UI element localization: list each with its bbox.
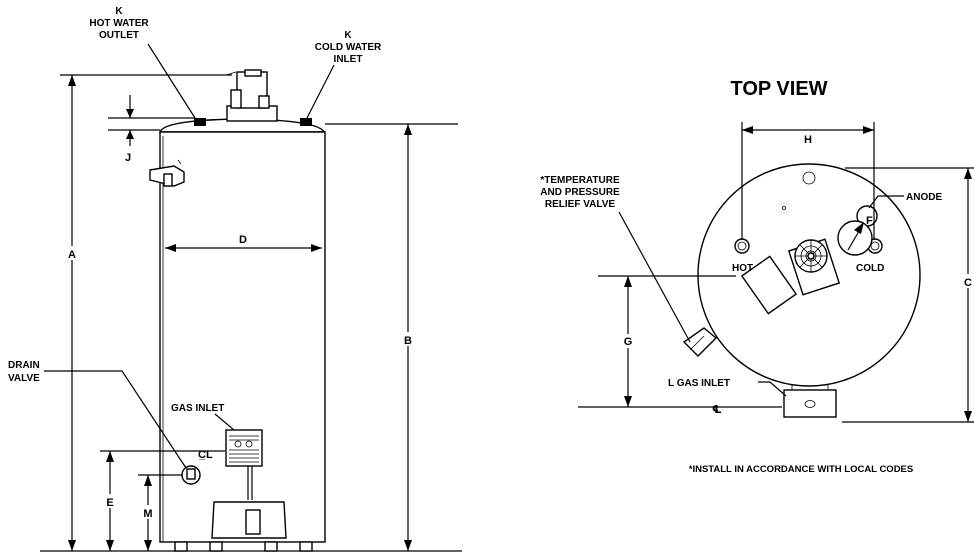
top-view-title: TOP VIEW: [730, 78, 827, 100]
dimension-g: [578, 275, 782, 408]
cold-label: COLD: [856, 263, 884, 274]
dimension-e: [100, 450, 225, 551]
leader-anode: [868, 195, 904, 209]
blower-motor: [230, 89, 242, 109]
hot-water-fitting: [194, 118, 206, 126]
dimension-m-label: M: [143, 508, 152, 520]
gas-control-side: [225, 429, 263, 500]
gas-inlet-top-label: L GAS INLET: [668, 378, 730, 389]
relief-valve-top: [682, 327, 718, 357]
gas-inlet-side-label: GAS INLET: [171, 403, 224, 414]
dimension-e-label: E: [106, 497, 113, 509]
dimension-d-label: D: [239, 234, 247, 246]
dimension-a-label: A: [68, 249, 76, 261]
blower-switch: [258, 95, 270, 109]
dimension-a: [60, 74, 232, 551]
cold-inlet-label-line2: INLET: [334, 54, 363, 65]
leader-drain-valve: [44, 370, 187, 469]
dimension-g-label: G: [624, 336, 633, 348]
cold-inlet-label-line1: COLD WATER: [315, 42, 382, 53]
dimension-h: [741, 122, 875, 240]
leader-gas-inlet: [214, 413, 235, 431]
leader-cold-inlet: [306, 64, 335, 119]
tank-leg: [264, 541, 278, 552]
centerline-side-label: C̲L: [198, 449, 213, 461]
tank-leg: [299, 541, 313, 552]
blower-cap: [244, 69, 262, 77]
top-dot: [782, 206, 786, 210]
trv-label-line1: *TEMPERATURE: [540, 175, 620, 186]
leader-relief-valve-top: [618, 211, 691, 343]
dimension-f: [847, 222, 864, 251]
cold-inlet-k-letter: K: [344, 30, 352, 41]
dimension-b-label: B: [404, 335, 412, 347]
hot-outlet-label-line1: HOT WATER: [89, 18, 149, 29]
dimension-c: [842, 167, 974, 423]
trv-label-line2: AND PRESSURE: [540, 187, 620, 198]
drain-valve-label-line1: DRAIN: [8, 360, 40, 371]
dimension-f-label: F: [866, 215, 873, 227]
anode-label: ANODE: [906, 192, 942, 203]
dimension-j-label: J: [125, 152, 131, 164]
dimension-b: [325, 123, 458, 551]
hot-outlet-k-letter: K: [115, 6, 123, 17]
leader-hot-outlet: [147, 43, 196, 119]
gas-inlet-top: [783, 384, 837, 418]
drain-valve-side: [181, 465, 201, 485]
cold-water-fitting: [300, 118, 312, 126]
top-view: TOP VIEW: [540, 78, 974, 475]
burner-door: [211, 501, 287, 539]
leader-gas-inlet-top: [758, 381, 787, 397]
dimension-c-label: C: [964, 277, 972, 289]
install-note: *INSTALL IN ACCORDANCE WITH LOCAL CODES: [689, 464, 913, 475]
dimension-h-label: H: [804, 134, 812, 146]
dimension-d: [165, 244, 322, 252]
tank-leg: [174, 541, 188, 552]
dimension-j: [108, 95, 194, 146]
dimension-m: [138, 474, 182, 551]
drain-valve-label-line2: VALVE: [8, 373, 40, 384]
tank-leg: [209, 541, 223, 552]
centerline-top-label: ℄: [712, 404, 722, 416]
relief-valve-side: [149, 159, 185, 187]
hot-port: [734, 238, 750, 254]
side-view: K HOT WATER OUTLET K COLD WATER INLET DR…: [8, 6, 462, 552]
top-port: [802, 171, 816, 185]
hot-label: HOT: [732, 263, 753, 274]
trv-label-line3: RELIEF VALVE: [545, 199, 616, 210]
hot-outlet-label-line2: OUTLET: [99, 30, 139, 41]
